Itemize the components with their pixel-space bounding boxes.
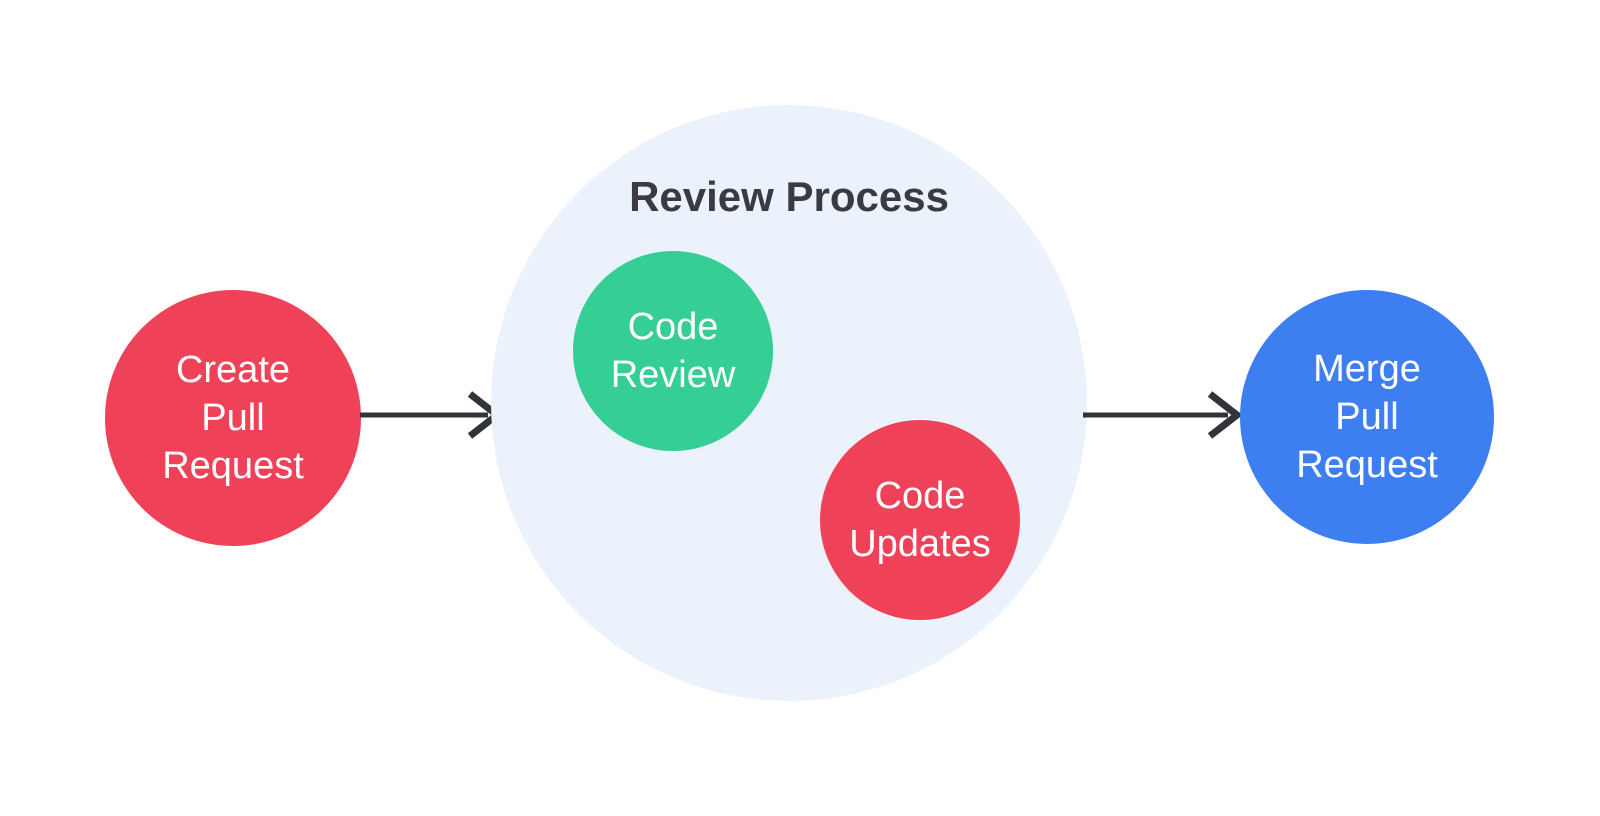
review-process-group: Review Process <box>491 105 1087 701</box>
review-process-group-title: Review Process <box>629 173 949 220</box>
arrow-right-icon <box>360 391 502 439</box>
arrow-right-icon <box>1083 391 1241 439</box>
